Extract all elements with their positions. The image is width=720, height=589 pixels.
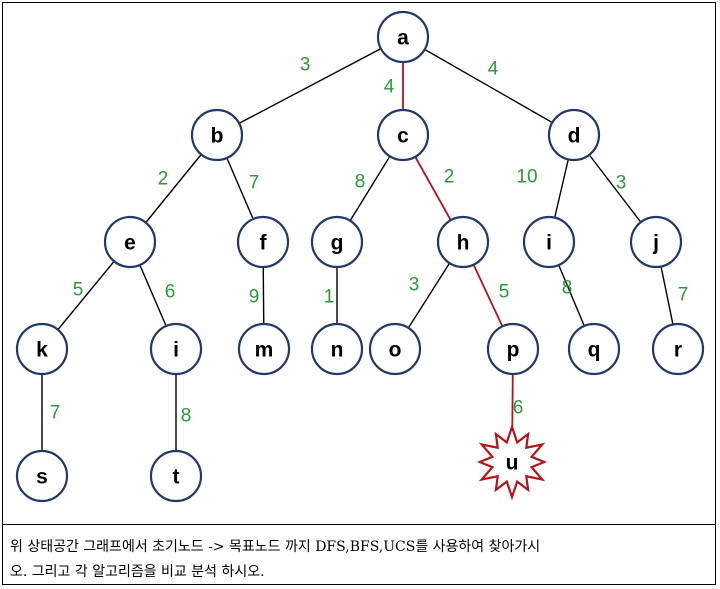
- edge-a-d: [402, 36, 575, 136]
- edge-weight-c-g: 8: [355, 172, 366, 193]
- node-t: t: [149, 449, 203, 503]
- edge-weight-a-c: 4: [384, 77, 395, 98]
- node-label-i2: i: [173, 339, 179, 362]
- node-label-c: c: [397, 125, 409, 148]
- node-q: q: [567, 322, 621, 376]
- edge-weight-k-s: 7: [50, 403, 61, 424]
- node-m: m: [237, 322, 291, 376]
- question-caption: 위 상태공간 그래프에서 초기노드 -> 목표노드 까지 DFS,BFS,UCS…: [10, 535, 710, 585]
- node-label-p: p: [507, 339, 520, 362]
- node-label-m: m: [255, 339, 274, 362]
- node-label-b: b: [211, 125, 224, 148]
- node-f: f: [236, 215, 290, 269]
- node-g: g: [310, 215, 364, 269]
- state-space-graph: 3 4 4 2 7 8 2 10 3 5 6 9 1 3 5 8 7 7 8 6 a b c d e f g h i j k i m n o p q r…: [15, 10, 705, 503]
- edge-weight-i2-t: 8: [181, 406, 192, 427]
- node-circle-g: [310, 215, 364, 269]
- edge-weight-e-k: 5: [73, 280, 84, 301]
- node-circle-o: [368, 322, 422, 376]
- node-e: e: [103, 215, 157, 269]
- node-circle-i1: [522, 215, 576, 269]
- node-circle-c: [376, 108, 430, 162]
- node-s: s: [15, 449, 69, 503]
- node-label-k: k: [36, 339, 48, 362]
- edge-weight-a-d: 4: [488, 59, 499, 80]
- node-circle-r: [651, 322, 705, 376]
- edge-weight-i1-q: 8: [562, 278, 573, 299]
- node-o: o: [368, 322, 422, 376]
- edge-weight-e-i2: 6: [165, 282, 176, 303]
- node-p: p: [486, 322, 540, 376]
- edge-weight-d-i1: 10: [516, 167, 537, 188]
- node-label-j: j: [652, 232, 659, 255]
- node-label-u: u: [506, 452, 519, 475]
- node-circle-j: [629, 215, 683, 269]
- node-circle-f: [236, 215, 290, 269]
- node-label-a: a: [397, 27, 409, 50]
- edge-weight-g-n: 1: [324, 287, 335, 308]
- node-label-q: q: [588, 339, 601, 362]
- caption-line-2: 오. 그리고 각 알고리즘을 비교 분석 하시오.: [10, 564, 265, 580]
- node-i2: i: [149, 322, 203, 376]
- edge-weight-b-f: 7: [249, 173, 260, 194]
- caption-line-1: 위 상태공간 그래프에서 초기노드 -> 목표노드 까지 DFS,BFS,UCS…: [10, 539, 541, 555]
- edge-weight-b-e: 2: [158, 169, 169, 190]
- node-d: d: [547, 108, 601, 162]
- nodes-layer: a b c d e f g h i j k i m n o p q r s t u: [15, 10, 705, 503]
- node-circle-q: [567, 322, 621, 376]
- node-label-e: e: [124, 232, 136, 255]
- node-circle-p: [486, 322, 540, 376]
- node-label-s: s: [36, 466, 48, 489]
- node-label-t: t: [173, 466, 180, 489]
- node-label-n: n: [331, 339, 344, 362]
- node-i1: i: [522, 215, 576, 269]
- node-circle-k: [15, 322, 69, 376]
- edge-weight-h-p: 5: [499, 282, 510, 303]
- node-h: h: [436, 215, 490, 269]
- node-label-h: h: [457, 232, 470, 255]
- node-label-f: f: [260, 232, 268, 255]
- caption-divider: [2, 524, 716, 525]
- node-circle-d: [547, 108, 601, 162]
- node-circle-b: [190, 108, 244, 162]
- edge-weight-p-u: 6: [513, 398, 524, 419]
- node-r: r: [651, 322, 705, 376]
- node-u: u: [476, 423, 548, 501]
- goal-burst-shape: [476, 423, 548, 501]
- edge-weights-layer: 3 4 4 2 7 8 2 10 3 5 6 9 1 3 5 8 7 7 8 6: [50, 55, 689, 427]
- node-circle-a: [376, 10, 430, 64]
- edge-a-b: [216, 36, 404, 136]
- node-n: n: [310, 322, 364, 376]
- edge-weight-d-j: 3: [616, 173, 627, 194]
- node-c: c: [376, 108, 430, 162]
- node-label-g: g: [331, 232, 344, 255]
- edge-weight-j-r: 7: [678, 285, 689, 306]
- node-a: a: [376, 10, 430, 64]
- node-label-d: d: [568, 125, 581, 148]
- node-label-o: o: [389, 339, 402, 362]
- node-circle-i2: [149, 322, 203, 376]
- node-circle-e: [103, 215, 157, 269]
- node-label-r: r: [674, 339, 682, 362]
- node-circle-s: [15, 449, 69, 503]
- edge-weight-f-m: 9: [249, 287, 260, 308]
- edge-weight-h-o: 3: [409, 275, 420, 296]
- node-k: k: [15, 322, 69, 376]
- node-circle-t: [149, 449, 203, 503]
- edge-weight-c-h: 2: [444, 167, 455, 188]
- node-b: b: [190, 108, 244, 162]
- node-label-i1: i: [546, 232, 552, 255]
- edge-weight-a-b: 3: [300, 55, 311, 76]
- node-circle-h: [436, 215, 490, 269]
- node-circle-m: [237, 322, 291, 376]
- node-circle-n: [310, 322, 364, 376]
- node-j: j: [629, 215, 683, 269]
